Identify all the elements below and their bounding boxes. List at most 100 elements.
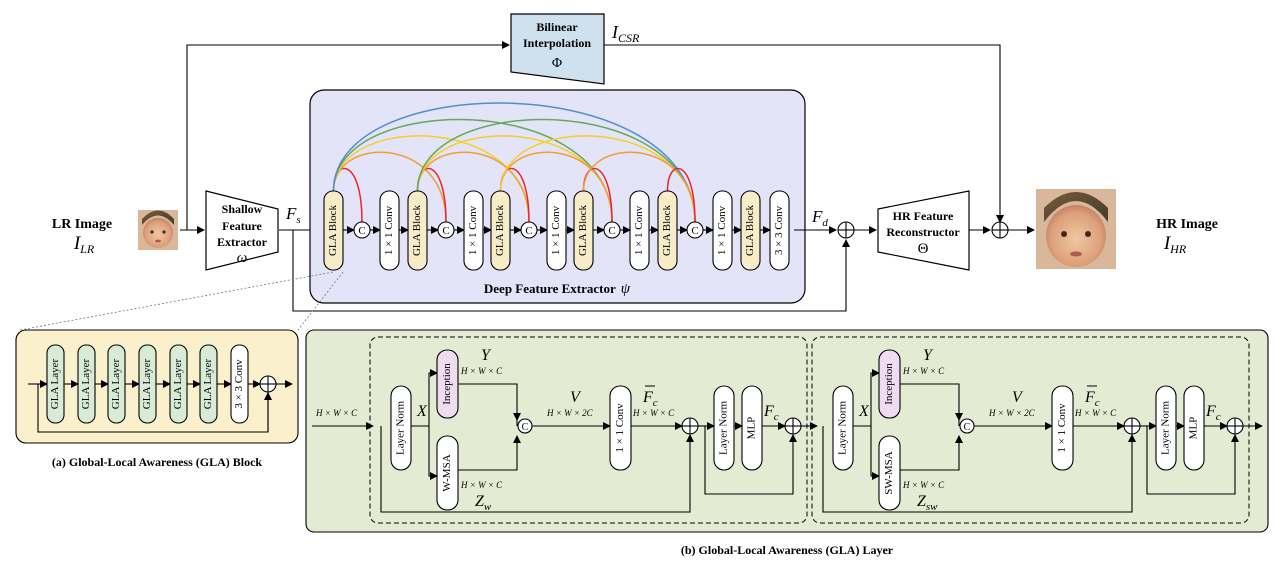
concat-symbol: C bbox=[525, 225, 532, 237]
concat-node: C bbox=[603, 221, 621, 239]
flow-line bbox=[1146, 426, 1239, 495]
flow-line bbox=[870, 426, 880, 480]
y-dim-label: H × W × C bbox=[902, 366, 945, 376]
msa-label: W-MSA bbox=[441, 454, 453, 491]
z-dim-label: H × W × C bbox=[902, 480, 945, 490]
hr-image-symbol: IHR bbox=[1163, 233, 1187, 256]
z-label: Zw bbox=[475, 493, 492, 513]
y-dim-label: H × W × C bbox=[460, 366, 503, 376]
conv-label: 1 × 1 Conv bbox=[467, 205, 479, 255]
x-label: X bbox=[858, 403, 870, 420]
concat-symbol: C bbox=[608, 225, 615, 237]
gla-block-label: GLA Block bbox=[661, 204, 673, 256]
flow-line bbox=[428, 369, 438, 426]
deep-block-chain: GLA Block C 1 × 1 Conv GLA Block C 1 × 1 Conv… bbox=[323, 190, 790, 271]
fc-hat-label: Fc bbox=[1084, 389, 1100, 409]
recon-line1: HR Feature bbox=[893, 209, 954, 223]
x-label: X bbox=[416, 403, 428, 420]
gla-layer-caption: (b) Global-Local Awareness (GLA) Layer bbox=[681, 543, 894, 557]
concat-node: C bbox=[959, 418, 975, 434]
residual-add-1 bbox=[837, 221, 855, 239]
recon-symbol: Θ bbox=[918, 241, 929, 257]
v-dim-label: H × W × 2C bbox=[988, 408, 1036, 418]
concat-node: C bbox=[686, 221, 704, 239]
msa-box bbox=[436, 435, 459, 511]
residual-add-2 bbox=[1226, 417, 1244, 435]
skip-connections bbox=[186, 41, 1004, 312]
concat-symbol: C bbox=[964, 422, 971, 433]
conv-label: 1 × 1 Conv bbox=[550, 205, 562, 255]
dense-arc bbox=[416, 151, 530, 223]
gla-block-label: GLA Block bbox=[744, 204, 756, 256]
shallow-line2: Feature bbox=[222, 219, 262, 233]
layer-norm-box bbox=[832, 385, 854, 471]
sublayer-outline bbox=[811, 336, 1250, 524]
gla-block-label: GLA Block bbox=[411, 204, 423, 256]
mlp-label: MLP bbox=[1188, 417, 1200, 440]
sublayer-outline bbox=[369, 336, 808, 524]
conv-label: 1 × 1 Conv bbox=[633, 205, 645, 255]
gla-layer-label: GLA Layer bbox=[80, 358, 92, 409]
block-residual-add bbox=[259, 375, 277, 393]
gla-block-caption: (a) Global-Local Awareness (GLA) Block bbox=[52, 455, 263, 469]
gla-block-layers: GLA Layer GLA Layer GLA Layer GLA Layer GLA … bbox=[28, 344, 293, 433]
flow-line bbox=[822, 426, 1136, 513]
interp-line1: Bilinear bbox=[536, 20, 578, 34]
concat-node: C bbox=[353, 221, 371, 239]
hr-feature-reconstructor: HR Feature Reconstructor Θ bbox=[877, 190, 970, 271]
v-label: V bbox=[1012, 389, 1024, 406]
layer-norm2-box bbox=[713, 385, 735, 471]
dense-skip-arcs bbox=[332, 102, 696, 223]
fc-dim-label: H × W × C bbox=[632, 408, 675, 418]
residual-add-2 bbox=[991, 221, 1009, 239]
gla-block-label: GLA Block bbox=[494, 204, 506, 256]
residual-add bbox=[681, 417, 699, 435]
concat-symbol: C bbox=[691, 225, 698, 237]
hr-image bbox=[1036, 189, 1116, 269]
shallow-line1: Shallow bbox=[222, 202, 263, 216]
lr-image-symbol: ILR bbox=[73, 233, 95, 256]
flow-line bbox=[704, 426, 797, 495]
fs-label: Fs bbox=[285, 204, 301, 226]
recon-line2: Reconstructor bbox=[886, 225, 960, 239]
shallow-feature-extractor: Shallow Feature Extractor ω bbox=[205, 190, 279, 271]
fd-label: Fd bbox=[811, 207, 828, 229]
layer-norm-label: Layer Norm bbox=[837, 401, 849, 456]
conv1x1-label: 1 × 1 Conv bbox=[1056, 403, 1068, 453]
fc-dim-label: H × W × C bbox=[1074, 408, 1117, 418]
v-label: V bbox=[570, 389, 582, 406]
layer-norm-label: Layer Norm bbox=[395, 401, 407, 456]
dense-arc bbox=[582, 151, 696, 223]
flow-line bbox=[870, 369, 880, 426]
concat-symbol: C bbox=[442, 225, 449, 237]
gla-layer-label: GLA Layer bbox=[49, 358, 61, 409]
zoom-lines bbox=[19, 271, 344, 331]
z-label: Zsw bbox=[917, 493, 938, 513]
msa-label: SW-MSA bbox=[883, 451, 895, 494]
mlp-label: MLP bbox=[746, 417, 758, 440]
conv-label: 3 × 3 Conv bbox=[773, 205, 785, 255]
dense-arc bbox=[332, 151, 447, 223]
conv-label: 1 × 1 Conv bbox=[716, 205, 728, 255]
concat-node: C bbox=[437, 221, 455, 239]
residual-add bbox=[1123, 417, 1141, 435]
hr-image-title: HR Image bbox=[1156, 217, 1218, 232]
gla-layer-label: GLA Layer bbox=[202, 358, 214, 409]
y-label: Y bbox=[481, 347, 492, 364]
gla-layer-label: GLA Layer bbox=[172, 358, 184, 409]
gla-layer-label: GLA Layer bbox=[110, 358, 122, 409]
dense-arc bbox=[499, 151, 613, 223]
concat-symbol: C bbox=[358, 225, 365, 237]
msa-box bbox=[878, 435, 901, 511]
mlp-box bbox=[1183, 385, 1205, 471]
gla-block-label: GLA Block bbox=[327, 204, 339, 256]
conv3-label: 3 × 3 Conv bbox=[233, 359, 245, 409]
inception-label: Inception bbox=[883, 363, 895, 405]
residual-add-2 bbox=[784, 417, 802, 435]
gla-layer-label: GLA Layer bbox=[141, 358, 153, 409]
conv1x1-box bbox=[1051, 385, 1074, 471]
y-label: Y bbox=[923, 347, 934, 364]
csr-label: ICSR bbox=[611, 22, 640, 45]
